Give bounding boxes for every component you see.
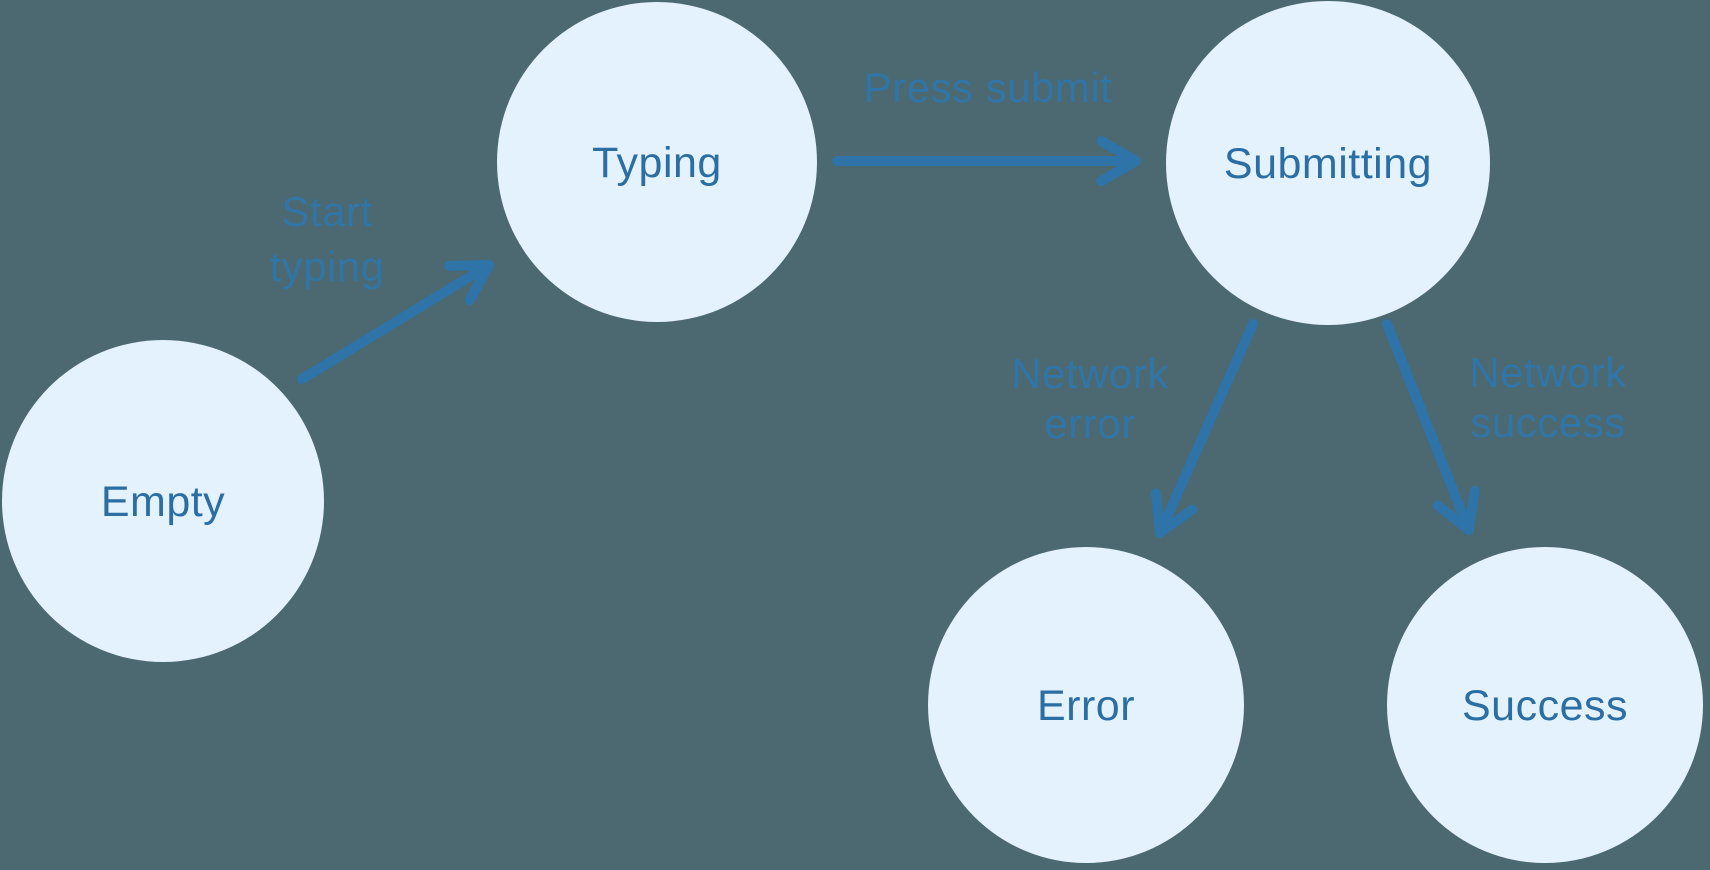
state-node-success: Success [1387, 547, 1703, 863]
state-label-submitting: Submitting [1224, 140, 1432, 188]
state-label-empty: Empty [101, 478, 225, 526]
state-node-empty: Empty [2, 340, 324, 662]
state-node-submitting: Submitting [1166, 1, 1490, 325]
state-label-success: Success [1462, 682, 1628, 730]
transition-press-submit: Press submit [832, 64, 1141, 186]
state-node-typing: Typing [497, 2, 817, 322]
state-circle-typing [497, 2, 817, 322]
transition-arrow-network-success [1382, 319, 1480, 535]
state-circle-success [1387, 547, 1703, 863]
state-label-typing: Typing [592, 139, 722, 187]
state-circle-empty [2, 340, 324, 662]
state-circle-error [928, 547, 1244, 863]
transition-label-press-submit: Press submit [864, 64, 1113, 111]
state-node-error: Error [928, 547, 1244, 863]
transition-arrow-network-error [1150, 319, 1258, 538]
state-label-error: Error [1037, 682, 1135, 730]
transition-arrow-start-typing [297, 260, 494, 384]
state-circle-submitting [1166, 1, 1490, 325]
